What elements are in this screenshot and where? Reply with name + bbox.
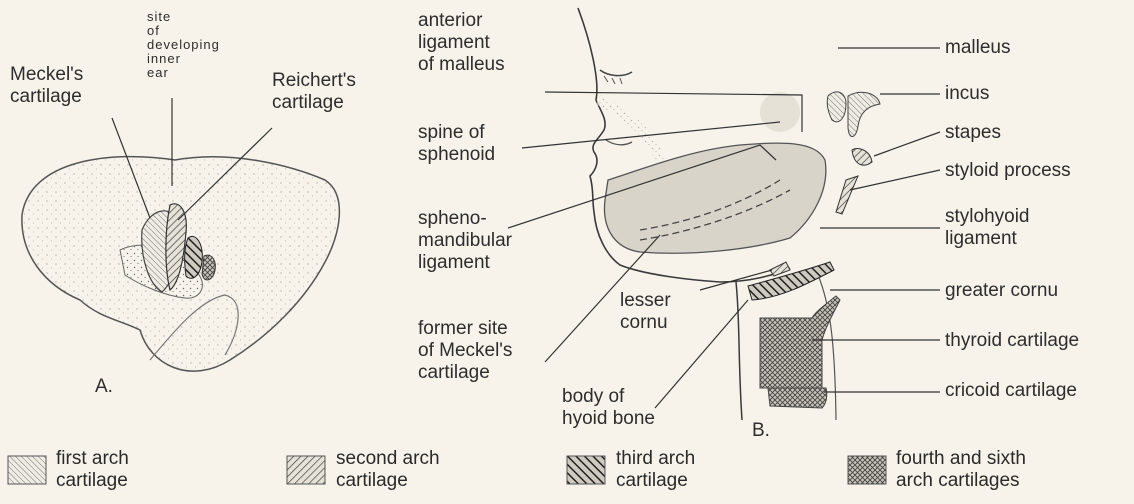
label-sphenomandibular-ligament: spheno- mandibular ligament: [418, 208, 512, 274]
legend-swatch-fourth-sixth-arch: [848, 456, 886, 484]
label-malleus: malleus: [945, 37, 1010, 59]
label-greater-cornu: greater cornu: [945, 280, 1058, 302]
label-stylohyoid-ligament: stylohyoid ligament: [945, 206, 1030, 250]
panel-label-a: A.: [95, 376, 113, 398]
legend-swatch-first-arch: [8, 456, 46, 484]
legend-swatch-third-arch: [567, 456, 605, 484]
label-developing-inner-ear: site of developing inner ear: [147, 10, 220, 80]
legend-swatch-second-arch: [287, 456, 325, 484]
label-body-of-hyoid-bone: body of hyoid bone: [562, 386, 655, 430]
legend-swatches: [8, 456, 886, 484]
label-former-site-meckels: former site of Meckel's cartilage: [418, 318, 512, 384]
label-thyroid-cartilage: thyroid cartilage: [945, 330, 1079, 352]
label-cricoid-cartilage: cricoid cartilage: [945, 380, 1077, 402]
label-styloid-process: styloid process: [945, 160, 1071, 182]
label-reicherts-cartilage: Reichert's cartilage: [272, 70, 356, 114]
label-incus: incus: [945, 83, 989, 105]
label-stapes: stapes: [945, 122, 1001, 144]
panel-label-b: B.: [752, 420, 770, 442]
head-neck-drawing: [578, 8, 880, 420]
embryo-drawing: [22, 98, 340, 371]
label-meckels-cartilage: Meckel's cartilage: [10, 64, 83, 108]
label-lesser-cornu: lesser cornu: [620, 290, 671, 334]
label-anterior-ligament-malleus: anterior ligament of malleus: [418, 10, 505, 76]
legend-label-first-arch: first arch cartilage: [56, 448, 129, 492]
legend-label-third-arch: third arch cartilage: [616, 448, 695, 492]
legend-label-second-arch: second arch cartilage: [336, 448, 440, 492]
legend-label-fourth-sixth-arch: fourth and sixth arch cartilages: [896, 448, 1026, 492]
label-spine-of-sphenoid: spine of sphenoid: [418, 122, 495, 166]
